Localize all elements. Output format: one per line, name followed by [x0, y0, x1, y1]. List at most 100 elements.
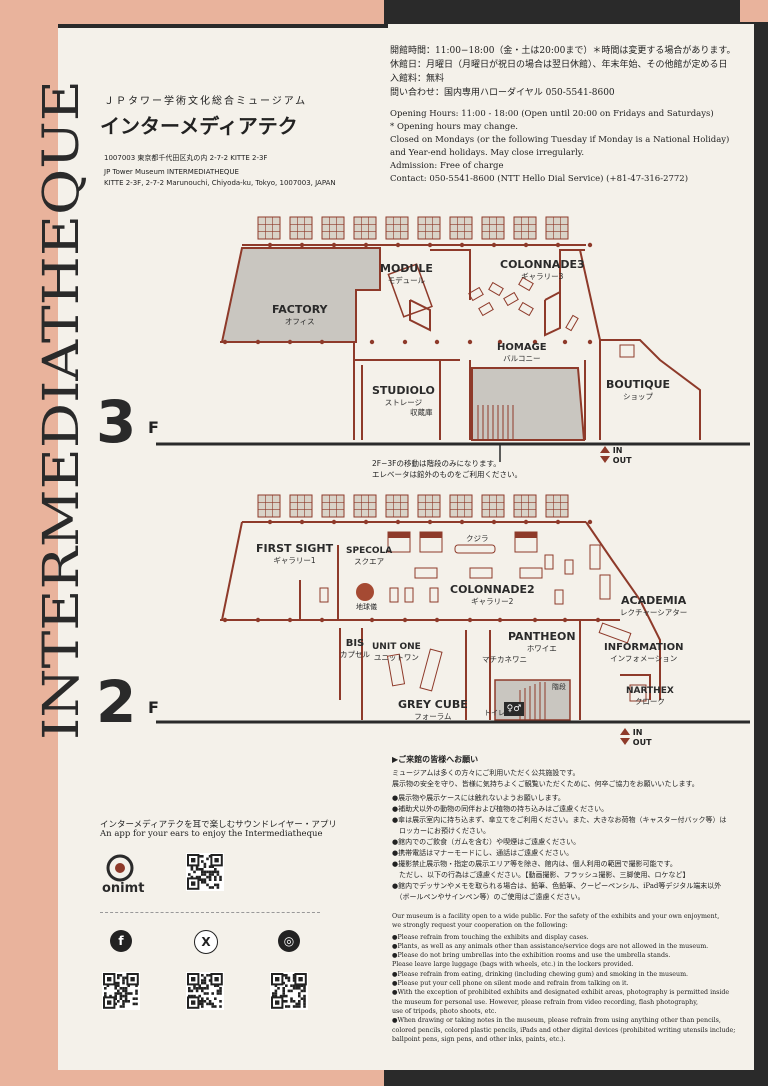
- out-arrow-icon: [620, 738, 630, 745]
- 2f-stairs: [519, 682, 546, 720]
- 3f-stairs: [477, 405, 514, 440]
- 3f-stairs-note: 2F−3Fの移動は階段のみになります。エレベータは館外のものをご利用ください。: [372, 459, 522, 479]
- info-fee-jp: 入館料：無料: [390, 74, 445, 84]
- notice-rule: ●Please refrain from eating, drinking (i…: [392, 970, 689, 978]
- notice-rule: ●When drawing or taking notes in the mus…: [392, 1017, 721, 1025]
- info-hours-jp: 開館時間：11:00−18:00（金・土は20:00まで）＊時間は変更する場合が…: [390, 46, 736, 56]
- floor-2-suffix: F: [148, 698, 159, 717]
- module-case: [387, 263, 433, 318]
- facebook-qr-code[interactable]: [102, 972, 140, 1010]
- x-icon[interactable]: X: [194, 930, 218, 954]
- 2f-windows: [257, 494, 569, 518]
- notice-rule: ●With the exception of prohibited exhibi…: [392, 989, 730, 997]
- in-arrow-icon: [620, 728, 630, 735]
- info-fee-en: Admission: Free of charge: [390, 161, 504, 171]
- museum-name-en: JP Tower Museum INTERMEDIATHEQUE: [104, 168, 239, 176]
- notice-rules-jp: ●展示物や展示ケースには触れないようお願いします。 ●補助犬以外の動物の同伴および…: [392, 793, 737, 903]
- facebook-icon[interactable]: f: [110, 930, 132, 952]
- notice-rule: ●展示物や展示ケースには触れないようお願いします。: [392, 794, 565, 802]
- label-globe: 地球儀: [356, 603, 377, 611]
- room-storage: 収蔵庫: [410, 408, 433, 417]
- toilet-icon: ♀♂: [504, 702, 524, 716]
- notice-rule: （ボールペンやサインペン等）のご使用はご遠慮ください。: [392, 893, 585, 901]
- salmon-corner: [740, 0, 768, 22]
- app-text-en: An app for your ears to enjoy the Interm…: [100, 829, 323, 839]
- globe-marker: [356, 583, 374, 601]
- divider-line: [100, 912, 320, 913]
- salmon-corner-bottom: [0, 1068, 40, 1086]
- address-en: KITTE 2-3F, 2-7-2 Marunouchi, Chiyoda-ku…: [104, 179, 336, 187]
- floor-3-suffix: F: [148, 418, 159, 437]
- notice-rule: ただし、以下の行為はご遠慮ください。【動画撮影、フラッシュ撮影、三脚使用、ロケな…: [392, 871, 690, 879]
- info-hours-note-en: * Opening hours may change.: [390, 122, 518, 132]
- notice-rule: ballpoint pens, sign pens, and other ink…: [392, 1035, 566, 1043]
- info-closed-jp: 休館日：月曜日（月曜日が祝日の場合は翌日休館）、年末年始、その他館が定める日: [390, 60, 728, 70]
- top-rule: [58, 24, 388, 28]
- app-text-jp: インターメディアテクを耳で楽しむサウンドレイヤー・アプリ: [100, 820, 337, 830]
- notice-rule: ●館内でのご飲食（ガムを含む）や喫煙はご遠慮ください。: [392, 838, 581, 846]
- info-closed-en-2: and Year-end holidays. May close irregul…: [390, 148, 585, 158]
- notice-rule: ●傘は展示室内に持ち込まず、傘立てをご利用ください。また、大きなお荷物（キャスタ…: [392, 816, 727, 824]
- notice-rule: ●撮影禁止展示物・指定の展示エリア等を除き、館内は、個人利用の範囲で撮影可能です…: [392, 860, 677, 868]
- label-kujira: クジラ: [466, 534, 489, 543]
- museum-title-jp: インターメディアテク: [100, 114, 298, 138]
- out-arrow-icon: [600, 456, 610, 463]
- homage-area: [471, 367, 586, 441]
- info-contact-jp: 問い合わせ：国内専用ハローダイヤル 050-5541-8600: [390, 88, 615, 98]
- 2f-case-accent-2: [420, 532, 442, 538]
- 3f-in-out: IN OUT: [600, 446, 632, 466]
- notice-rule: ●Plants, as well as any animals other th…: [392, 942, 709, 950]
- notice-rule: ●携帯電話はマナーモードにし、通話はご遠慮ください。: [392, 849, 574, 857]
- notice-en: Our museum is a facility open to a wide …: [392, 913, 737, 1045]
- notice-rule: ロッカーにお預けください。: [392, 827, 490, 835]
- label-stairs: 階段: [552, 683, 566, 691]
- label-toilet: トイレ: [484, 709, 505, 717]
- in-arrow-icon: [600, 446, 610, 453]
- paper-sheet: [58, 24, 754, 1070]
- info-en: Opening Hours: 11:00 - 18:00 (Open until…: [390, 108, 729, 186]
- svg-text:INTERMEDIATHEQUE: INTERMEDIATHEQUE: [32, 80, 90, 740]
- x-qr-code[interactable]: [186, 972, 224, 1010]
- instagram-icon[interactable]: ◎: [278, 930, 300, 952]
- onimt-logo: onimt: [98, 852, 158, 896]
- label-machikaneni: マチカネワニ: [482, 655, 527, 664]
- info-closed-en: Closed on Mondays (or the following Tues…: [390, 135, 730, 145]
- app-qr-code[interactable]: [186, 853, 224, 891]
- factory-area: [220, 247, 381, 343]
- notice-rules-en: ●Please refrain from touching the exhibi…: [392, 933, 737, 1045]
- vertical-title: INTERMEDIATHEQUE: [32, 80, 90, 740]
- notice-rule: Please leave large luggage (bags with wh…: [392, 961, 634, 969]
- notice-rule: ●補助犬以外の動物の同伴および植物の持ち込みはご遠慮ください。: [392, 805, 609, 813]
- 3f-display-cases: [468, 276, 635, 358]
- notice-rule: ●館内でデッサンやメモを取られる場合は、鉛筆、色鉛筆、クーピーペンシル、iPad…: [392, 882, 722, 890]
- 2f-walls: [220, 521, 661, 720]
- notice-jp: ▶ご来館の皆様へお願い ミュージアムは多くの方々にご利用いただく公共施設です。展…: [392, 754, 737, 903]
- 3f-columns: [222, 242, 593, 345]
- info-hours-en: Opening Hours: 11:00 - 18:00 (Open until…: [390, 109, 714, 119]
- notice-rule: ●Please do not bring umbrellas into the …: [392, 952, 671, 960]
- instagram-qr-code[interactable]: [270, 972, 308, 1010]
- info-contact-en: Contact: 050-5541-8600 (NTT Hello Dial S…: [390, 174, 689, 184]
- 2f-case-accent-3: [515, 532, 537, 538]
- floor-2-label: 2: [96, 668, 137, 736]
- 2f-case-accent-1: [388, 532, 410, 538]
- info-jp: 開館時間：11:00−18:00（金・土は20:00まで）＊時間は変更する場合が…: [390, 44, 735, 100]
- 2f-columns: [222, 519, 601, 623]
- notice-rule: ●Please refrain from touching the exhibi…: [392, 933, 589, 941]
- museum-subtitle-jp: ＪＰタワー学術文化総合ミュージアム: [104, 96, 308, 107]
